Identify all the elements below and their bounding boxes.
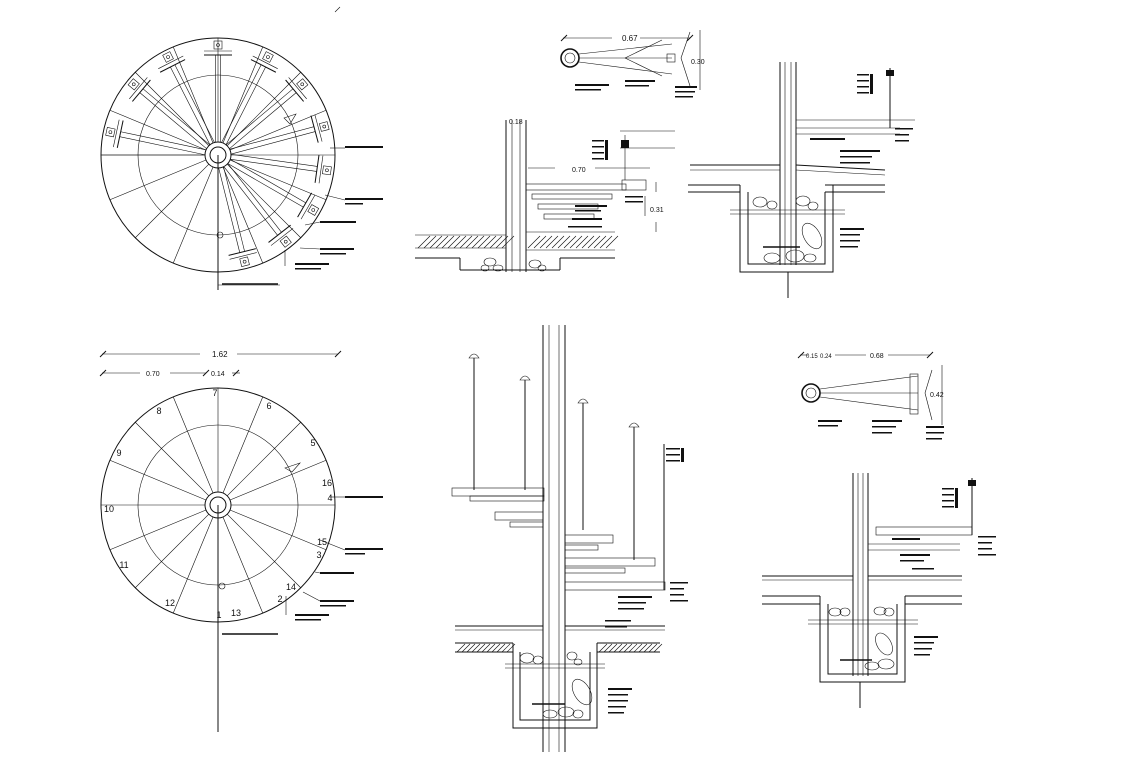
step-number-15: 15 <box>317 537 327 547</box>
riser-height-label: 0.31 <box>650 207 664 214</box>
tread-detail-top: 0.67 0.30 <box>560 30 705 98</box>
tread-height-label: 0.30 <box>691 59 705 66</box>
left-dimension-label: 0.70 <box>146 371 160 378</box>
foundation-section-left: 0.18 0.70 0.31 <box>415 119 675 272</box>
detail-width-b-label: 0.24 <box>820 354 832 360</box>
soil-hatch <box>417 235 619 249</box>
column-size-label: 0.18 <box>509 119 523 126</box>
foundation-section-bottom-right <box>762 473 996 708</box>
partial-dimension: 0.70 0.14 <box>99 369 240 378</box>
tread-depth-label: 0.70 <box>572 167 586 174</box>
step-number-16: 16 <box>322 478 332 488</box>
detail-width-c-label: 0.68 <box>870 353 884 360</box>
step-number-9: 9 <box>116 448 121 458</box>
step-number-7: 7 <box>212 388 217 398</box>
step-number-2: 2 <box>277 594 282 604</box>
overall-dimension: 1.62 <box>99 350 342 359</box>
step-number-13: 13 <box>231 608 241 618</box>
step-number-4: 4 <box>327 493 332 503</box>
detail-height-label: 0.42 <box>930 392 944 399</box>
stair-elevation <box>451 325 688 752</box>
foundation-section-right <box>688 62 915 298</box>
step-number-3: 3 <box>316 550 321 560</box>
step-number-8: 8 <box>156 406 161 416</box>
right-dimension-label: 0.14 <box>211 371 225 378</box>
step-number-11: 11 <box>119 560 128 570</box>
step-number-12: 12 <box>165 598 175 608</box>
step-number-10: 10 <box>104 504 114 514</box>
overall-dimension-label: 1.62 <box>212 350 228 359</box>
tread-width-label: 0.67 <box>622 34 638 43</box>
tread-detail-bottom: 0.15 0.24 0.68 0.42 <box>797 351 944 440</box>
step-number-14: 14 <box>286 582 296 592</box>
step-number-1: 1 <box>216 610 221 620</box>
step-number-6: 6 <box>266 401 271 411</box>
structural-plan <box>100 37 383 290</box>
detail-width-a-label: 0.15 <box>806 354 818 360</box>
step-number-5: 5 <box>310 438 315 448</box>
